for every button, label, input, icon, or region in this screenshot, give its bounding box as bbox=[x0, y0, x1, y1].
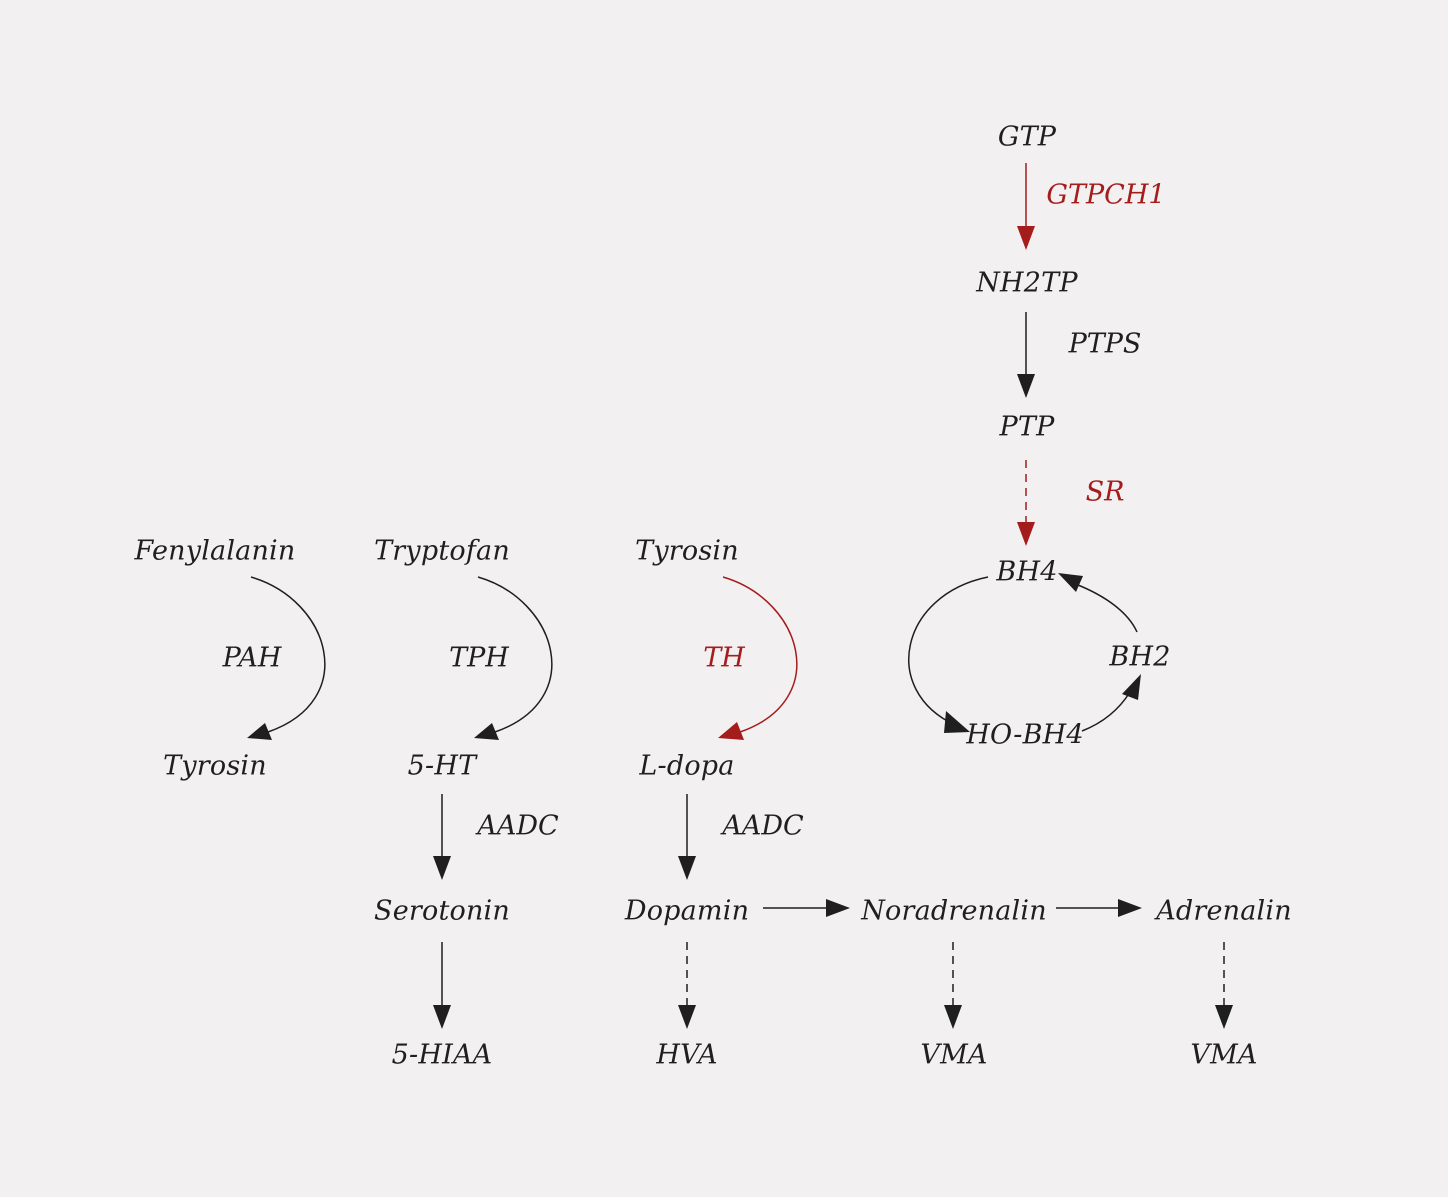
arrow-dopamin-to-hva-dashed bbox=[678, 942, 696, 1029]
node-noradrenalin: Noradrenalin bbox=[861, 895, 1047, 927]
node-5-hiaa: 5-HIAA bbox=[391, 1039, 493, 1071]
arrow-tyrosin-to-l-dopa bbox=[718, 576, 798, 740]
enzyme-ptps: PTPS bbox=[1068, 328, 1142, 360]
arrow-5ht-to-serotonin bbox=[433, 794, 451, 880]
arrow-fenylalanin-to-tyrosin bbox=[247, 576, 326, 740]
arrow-dopamin-to-noradrenalin bbox=[763, 899, 850, 917]
arrow-tryptofan-to-5ht bbox=[474, 576, 553, 740]
node-vma-noradrenalin: VMA bbox=[920, 1039, 988, 1071]
arrow-ptp-to-bh4-dashed bbox=[1017, 460, 1035, 546]
node-tyrosin: Tyrosin bbox=[635, 535, 739, 567]
arrow-bh2-to-bh4 bbox=[1058, 573, 1138, 633]
node-nh2tp: NH2TP bbox=[976, 267, 1078, 299]
arrow-noradrenalin-to-vma-dashed bbox=[944, 942, 962, 1029]
node-serotonin: Serotonin bbox=[374, 895, 510, 927]
node-l-dopa: L-dopa bbox=[639, 750, 735, 782]
enzyme-pah: PAH bbox=[222, 642, 282, 674]
arrow-serotonin-to-5hiaa bbox=[433, 942, 451, 1029]
enzyme-aadc-serotonin: AADC bbox=[477, 810, 559, 842]
node-tyrosin-product: Tyrosin bbox=[163, 750, 267, 782]
arrow-ho-bh4-to-bh2 bbox=[1081, 674, 1141, 732]
node-bh4: BH4 bbox=[996, 556, 1058, 588]
arrow-l-dopa-to-dopamin bbox=[678, 794, 696, 880]
node-adrenalin: Adrenalin bbox=[1156, 895, 1292, 927]
node-bh2: BH2 bbox=[1109, 641, 1171, 673]
enzyme-sr: SR bbox=[1085, 476, 1125, 508]
enzyme-gtpch1: GTPCH1 bbox=[1046, 179, 1166, 211]
enzyme-th: TH bbox=[703, 642, 745, 674]
enzyme-tph: TPH bbox=[449, 642, 509, 674]
arrow-adrenalin-to-vma-dashed bbox=[1215, 942, 1233, 1029]
node-vma-adrenalin: VMA bbox=[1190, 1039, 1258, 1071]
node-gtp: GTP bbox=[997, 121, 1057, 153]
arrow-noradrenalin-to-adrenalin bbox=[1056, 899, 1142, 917]
node-fenylalanin: Fenylalanin bbox=[134, 535, 296, 567]
arrow-bh4-to-ho-bh4 bbox=[908, 576, 989, 733]
node-ho-bh4: HO-BH4 bbox=[966, 719, 1084, 751]
arrow-nh2tp-to-ptp bbox=[1017, 312, 1035, 398]
node-hva: HVA bbox=[656, 1039, 718, 1071]
node-ptp: PTP bbox=[999, 411, 1055, 443]
node-5-ht: 5-HT bbox=[407, 750, 477, 782]
node-tryptofan: Tryptofan bbox=[374, 535, 510, 567]
arrow-gtp-to-nh2tp bbox=[1017, 163, 1035, 250]
enzyme-aadc-dopamin: AADC bbox=[722, 810, 804, 842]
node-dopamin: Dopamin bbox=[624, 895, 750, 927]
